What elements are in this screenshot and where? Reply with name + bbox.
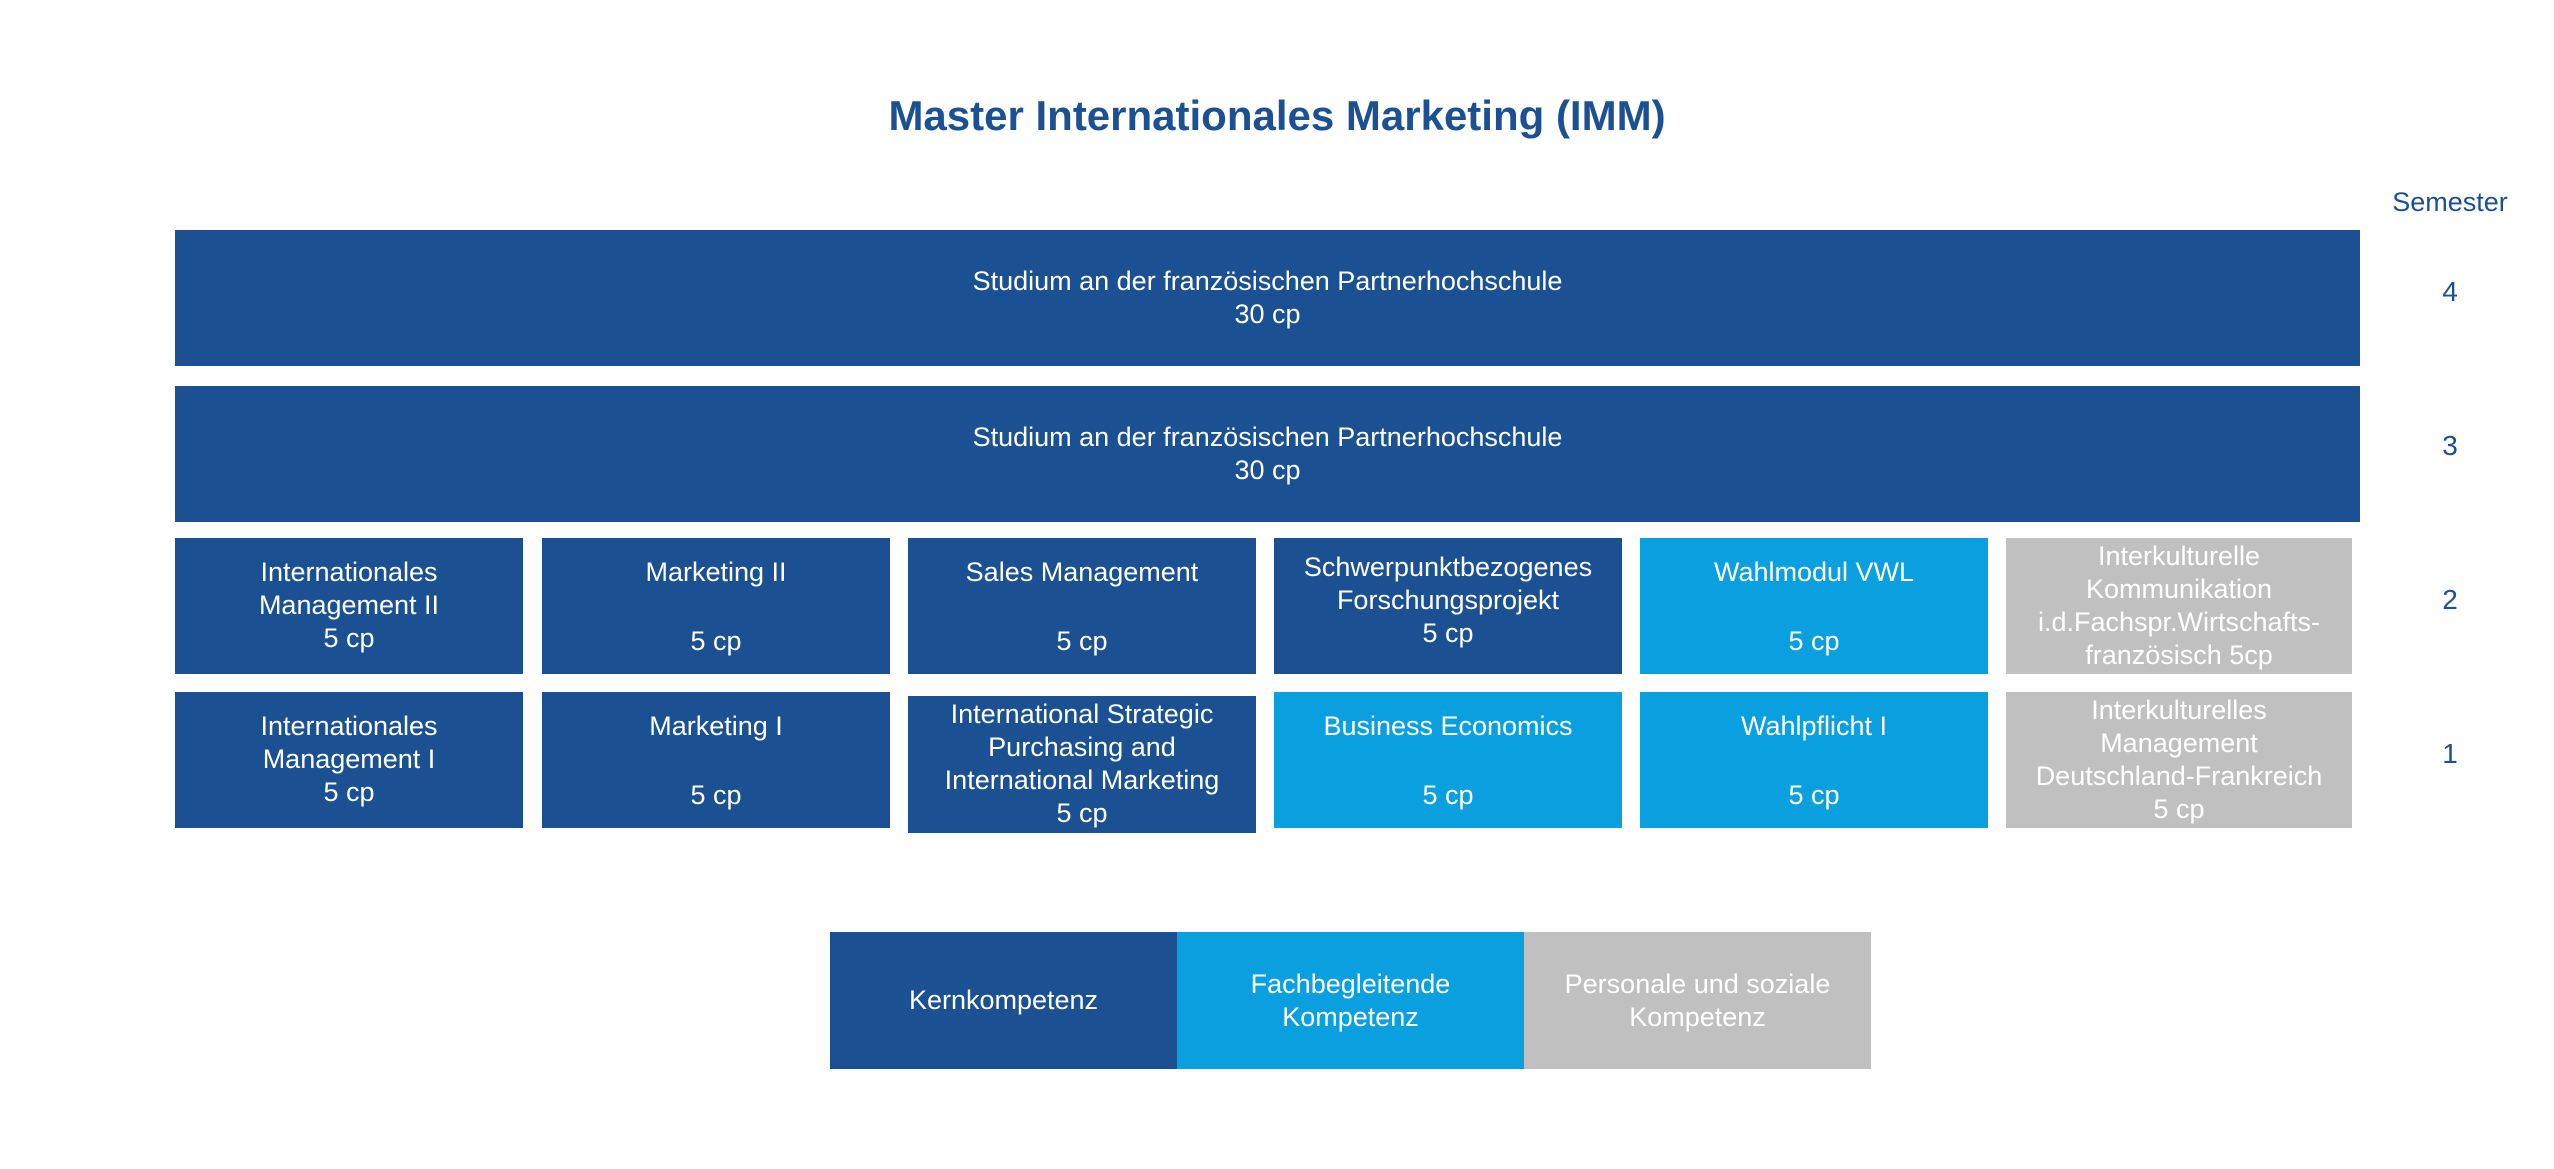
page-title: Master Internationales Marketing (IMM) xyxy=(888,92,1666,139)
module-sem3-partner-university: Studium an der französischen Partnerhoch… xyxy=(175,386,2360,522)
module-name-line: Kommunikation xyxy=(2085,574,2273,604)
module-name-line: Business Economics xyxy=(1323,711,1573,741)
module-name: Studium an der französischen Partnerhoch… xyxy=(972,422,1563,452)
legend-label-line: Personale und soziale xyxy=(1564,968,1831,999)
legend-label: Kernkompetenz xyxy=(908,985,1099,1015)
module-name-line: Internationales xyxy=(260,711,438,741)
module-credits: 5 cp xyxy=(1056,798,1108,828)
module-credits: 5 cp xyxy=(1056,626,1108,656)
module-name-line: i.d.Fachspr.Wirtschafts- xyxy=(2037,607,2321,637)
module-credits: 5 cp xyxy=(323,623,375,653)
module-credits: 5 cp xyxy=(1422,618,1474,648)
legend-label-line: Kompetenz xyxy=(1629,1001,1766,1032)
module-interkulturelle-kommunikation: Interkulturelle Kommunikation i.d.Fachsp… xyxy=(2006,538,2352,674)
module-credits: 5 cp xyxy=(690,780,742,810)
module-credits: 5 cp xyxy=(1788,626,1840,656)
semester-header: Semester xyxy=(2392,187,2508,217)
module-credits: 5 cp xyxy=(690,626,742,656)
module-wahlpflicht-i: Wahlpflicht I 5 cp xyxy=(1640,692,1988,828)
module-name-line: Marketing I xyxy=(649,711,783,741)
module-name-line: Interkulturelle xyxy=(2097,541,2261,571)
semester-number-1: 1 xyxy=(2442,738,2458,769)
module-internationales-management-i: Internationales Management I 5 cp xyxy=(175,692,523,828)
semester-number-2: 2 xyxy=(2442,584,2458,615)
module-name-line: Wahlpflicht I xyxy=(1740,711,1888,741)
module-name-line: Management xyxy=(2100,728,2258,758)
module-name-line: Deutschland-Frankreich xyxy=(2035,761,2323,791)
module-sem4-partner-university: Studium an der französischen Partnerhoch… xyxy=(175,230,2360,366)
module-name-line: französisch 5cp xyxy=(2085,640,2273,670)
module-credits: 30 cp xyxy=(1234,299,1301,329)
legend-label-line: Fachbegleitende xyxy=(1250,968,1451,999)
legend-personale-soziale-kompetenz: Personale und soziale Kompetenz xyxy=(1524,932,1871,1069)
module-credits: 5 cp xyxy=(1788,780,1840,810)
module-name-line: Purchasing and xyxy=(988,732,1176,762)
module-credits: 5 cp xyxy=(2153,794,2205,824)
module-business-economics: Business Economics 5 cp xyxy=(1274,692,1622,828)
module-name-line: Marketing II xyxy=(645,557,787,587)
module-name-line: Sales Management xyxy=(965,557,1199,587)
legend-fachbegleitende-kompetenz: Fachbegleitende Kompetenz xyxy=(1177,932,1524,1069)
module-sales-management: Sales Management 5 cp xyxy=(908,538,1256,674)
module-marketing-i: Marketing I 5 cp xyxy=(542,692,890,828)
module-name-line: International Strategic xyxy=(950,699,1214,729)
module-name-line: Interkulturelles xyxy=(2091,695,2267,725)
legend-kernkompetenz: Kernkompetenz xyxy=(830,932,1177,1069)
module-name-line: International Marketing xyxy=(944,765,1220,795)
legend-label-line: Kompetenz xyxy=(1282,1001,1419,1032)
module-name-line: Management II xyxy=(258,590,440,620)
module-internationales-management-ii: Internationales Management II 5 cp xyxy=(175,538,523,674)
module-name-line: Internationales xyxy=(260,557,438,587)
module-name: Studium an der französischen Partnerhoch… xyxy=(972,266,1563,296)
module-marketing-ii: Marketing II 5 cp xyxy=(542,538,890,674)
module-forschungsprojekt: Schwerpunktbezogenes Forschungsprojekt 5… xyxy=(1274,538,1622,674)
module-credits: 5 cp xyxy=(323,777,375,807)
module-name-line: Forschungsprojekt xyxy=(1336,585,1560,615)
module-credits: 5 cp xyxy=(1422,780,1474,810)
module-international-strategic-purchasing: International Strategic Purchasing and I… xyxy=(908,696,1256,833)
semester-number-4: 4 xyxy=(2442,276,2458,307)
semester-number-3: 3 xyxy=(2442,430,2458,461)
module-interkulturelles-management: Interkulturelles Management Deutschland-… xyxy=(2006,692,2352,828)
module-name-line: Wahlmodul VWL xyxy=(1713,557,1915,587)
module-name-line: Schwerpunktbezogenes xyxy=(1303,552,1593,582)
module-credits: 30 cp xyxy=(1234,455,1301,485)
module-wahlmodul-vwl: Wahlmodul VWL 5 cp xyxy=(1640,538,1988,674)
module-name-line: Management I xyxy=(262,744,436,774)
